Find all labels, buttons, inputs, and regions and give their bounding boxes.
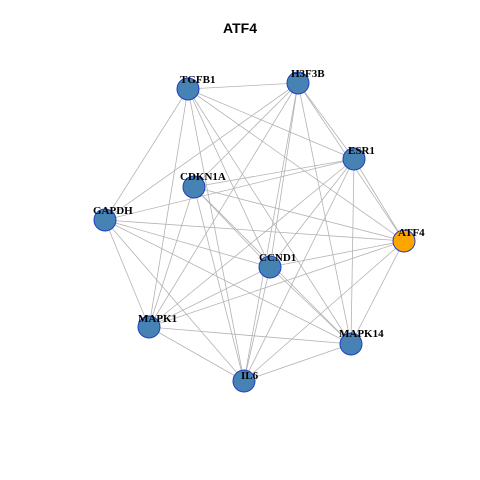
- node-mapk1[interactable]: [137, 315, 161, 339]
- edge-tgfb1-mapk14: [187, 88, 352, 345]
- node-label-mapk1: MAPK1: [138, 313, 177, 325]
- edge-layer: [104, 82, 405, 382]
- edge-tgfb1-mapk1: [148, 88, 189, 328]
- node-mapk14[interactable]: [339, 332, 363, 356]
- node-h3f3b[interactable]: [286, 71, 310, 95]
- node-label-atf4: ATF4: [398, 227, 425, 239]
- edge-gapdh-atf4: [104, 219, 405, 242]
- edge-gapdh-mapk1: [104, 219, 150, 328]
- edge-tgfb1-ccnd1: [187, 88, 271, 268]
- edge-tgfb1-atf4: [187, 88, 405, 242]
- edge-esr1-ccnd1: [269, 158, 355, 268]
- edge-h3f3b-mapk1: [148, 82, 299, 328]
- edge-mapk14-il6: [243, 343, 352, 382]
- edge-ccnd1-mapk1: [148, 266, 271, 328]
- edge-tgfb1-il6: [187, 88, 245, 382]
- edge-atf4-mapk14: [350, 240, 405, 345]
- node-gapdh[interactable]: [93, 208, 117, 232]
- node-atf4[interactable]: [392, 229, 416, 253]
- edge-tgfb1-h3f3b: [187, 82, 299, 90]
- edge-atf4-mapk1: [148, 240, 405, 328]
- edge-mapk1-mapk14: [148, 326, 352, 345]
- edge-gapdh-il6: [104, 219, 245, 382]
- edge-atf4-il6: [243, 240, 405, 382]
- edge-esr1-mapk14: [350, 158, 355, 345]
- edge-ccnd1-mapk14: [269, 266, 352, 345]
- edge-atf4-ccnd1: [269, 240, 405, 268]
- edge-cdkn1a-il6: [193, 186, 245, 382]
- edge-esr1-cdkn1a: [193, 158, 355, 188]
- edge-h3f3b-ccnd1: [269, 82, 299, 268]
- edge-h3f3b-cdkn1a: [193, 82, 299, 188]
- node-label-il6: IL6: [241, 370, 259, 382]
- edge-ccnd1-il6: [243, 266, 271, 382]
- node-label-ccnd1: CCND1: [259, 252, 296, 264]
- node-label-tgfb1: TGFB1: [180, 74, 215, 86]
- node-label-mapk14: MAPK14: [339, 328, 384, 340]
- node-label-h3f3b: H3F3B: [291, 68, 325, 80]
- edge-gapdh-ccnd1: [104, 219, 271, 268]
- node-tgfb1[interactable]: [176, 77, 200, 101]
- edge-esr1-il6: [243, 158, 355, 382]
- edge-cdkn1a-atf4: [193, 186, 405, 242]
- edge-tgfb1-esr1: [187, 88, 355, 160]
- node-ccnd1[interactable]: [258, 255, 282, 279]
- edge-h3f3b-gapdh: [104, 82, 299, 221]
- edge-h3f3b-mapk14: [297, 82, 352, 345]
- edge-esr1-atf4: [353, 158, 405, 242]
- edge-esr1-mapk1: [148, 158, 355, 328]
- node-il6[interactable]: [232, 369, 256, 393]
- edge-esr1-gapdh: [104, 158, 355, 221]
- node-label-esr1: ESR1: [348, 145, 375, 157]
- node-label-gapdh: GAPDH: [93, 205, 133, 217]
- node-esr1[interactable]: [342, 147, 366, 171]
- page-title: ATF4: [223, 20, 257, 36]
- edge-cdkn1a-mapk1: [148, 186, 195, 328]
- node-layer: [93, 71, 416, 393]
- node-cdkn1a[interactable]: [182, 175, 206, 199]
- edge-cdkn1a-ccnd1: [193, 186, 271, 268]
- node-label-cdkn1a: CDKN1A: [180, 171, 226, 183]
- edge-tgfb1-gapdh: [104, 88, 189, 221]
- edge-h3f3b-esr1: [297, 82, 355, 160]
- edge-mapk1-il6: [148, 326, 245, 382]
